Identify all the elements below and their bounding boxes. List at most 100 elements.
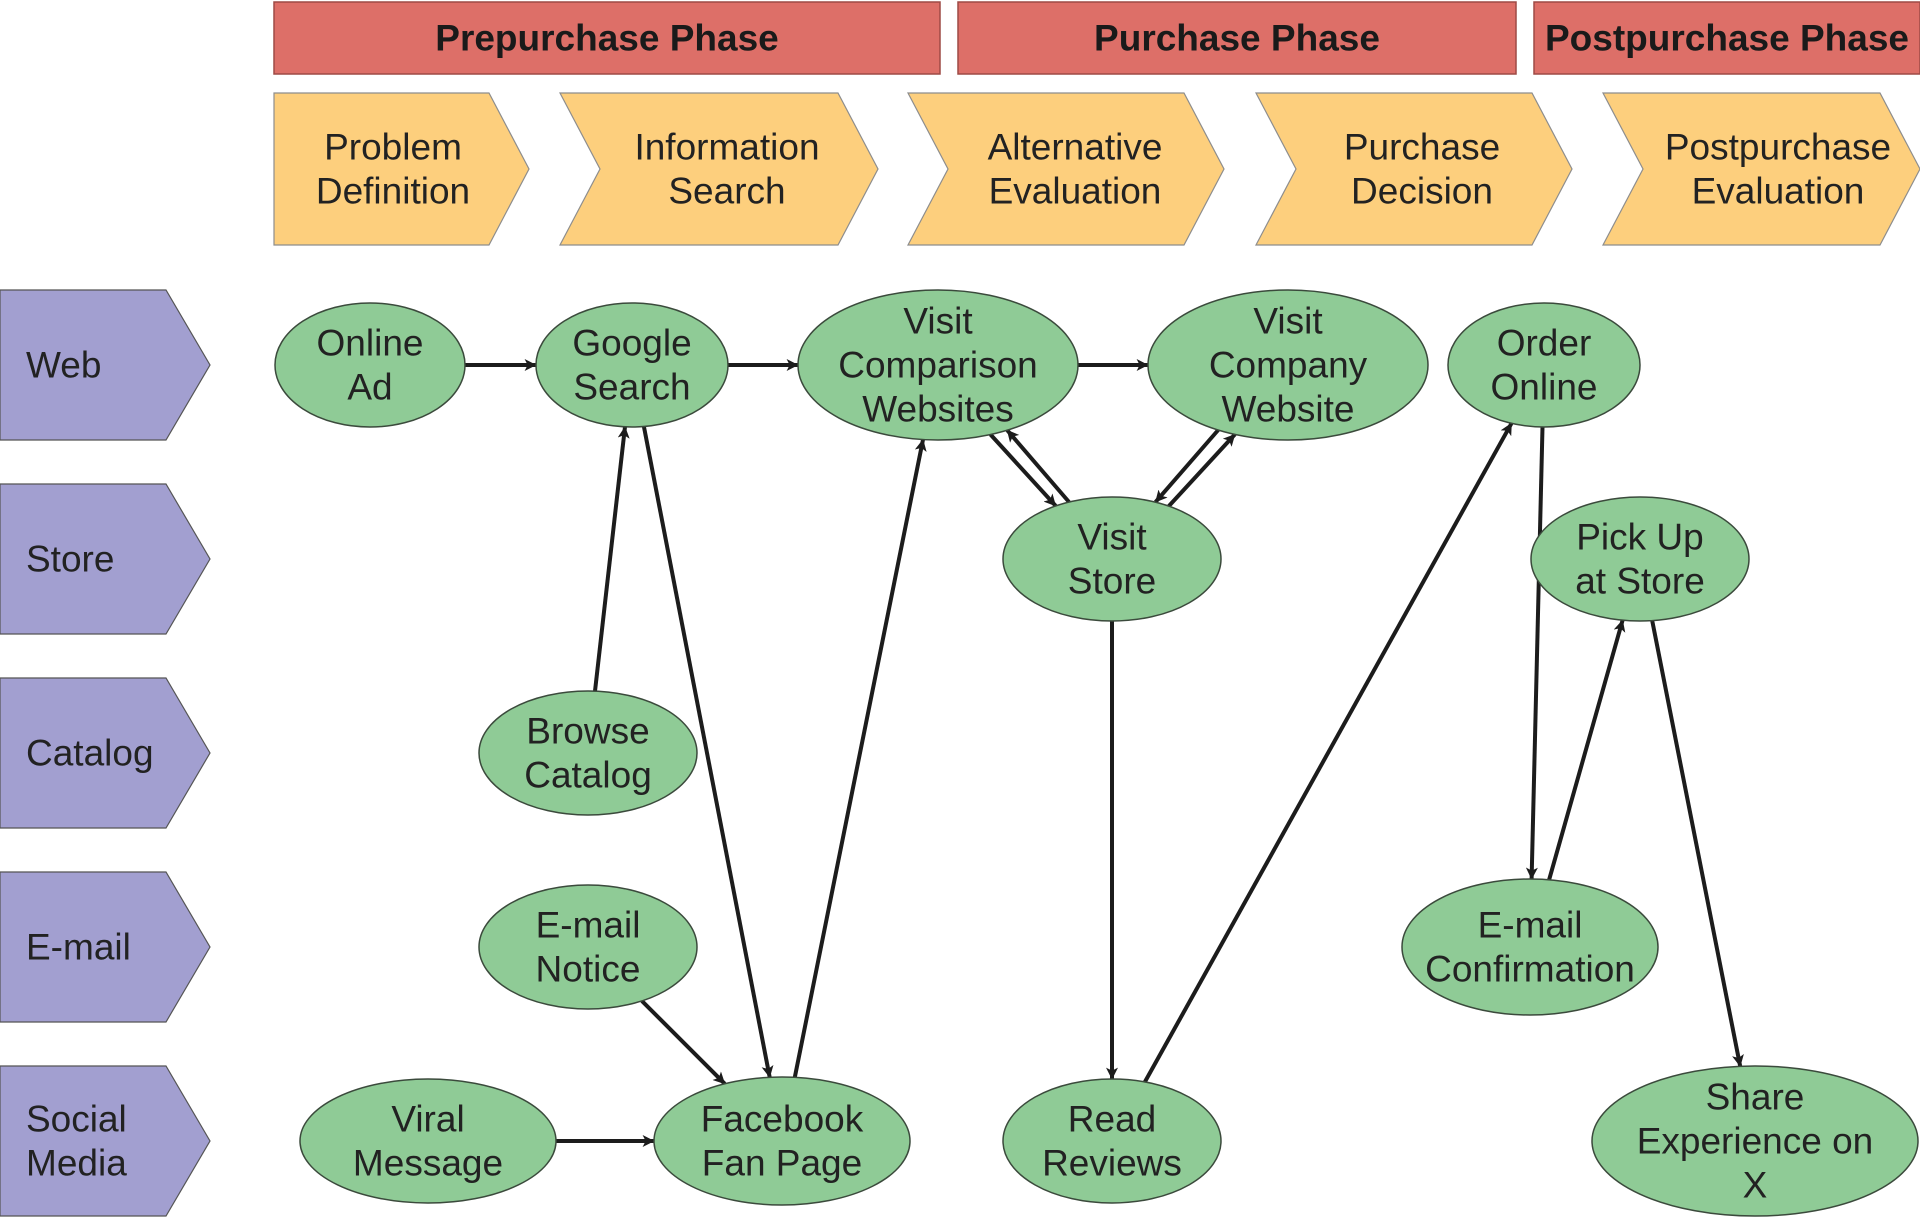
phase-banner-postpurchase: Postpurchase Phase <box>1533 1 1920 75</box>
node-ellipse-order-online <box>1447 302 1641 428</box>
arrow-visit-store-to-visit-comparison-websites <box>1005 428 1071 504</box>
channel-email: E-mail <box>0 871 211 1023</box>
arrow-email-confirmation-to-pick-up-at-store <box>1547 619 1626 881</box>
node-ellipse-google-search <box>535 302 729 428</box>
node-label-read-reviews-line-1: Read <box>1068 1099 1156 1140</box>
step-label-purchase-decision-line-1: Purchase <box>1344 127 1500 168</box>
arrow-read-reviews-to-order-online <box>1143 422 1514 1083</box>
arrow-visit-comparison-websites-to-visit-store <box>989 433 1058 508</box>
node-ellipse-visit-company-website <box>1147 289 1429 441</box>
node-label-share-experience-on-x-line-3: X <box>1743 1165 1768 1206</box>
node-ellipse-browse-catalog <box>478 690 698 816</box>
channel-shape-email <box>0 871 211 1023</box>
phase-banner-postpurchase-bar <box>1533 1 1920 75</box>
step-label-information-search-line-2: Search <box>668 171 785 212</box>
node-ellipse-visit-comparison-websites <box>797 289 1079 441</box>
node-ellipse-email-confirmation <box>1401 878 1659 1016</box>
node-label-visit-store-line-1: Visit <box>1077 517 1147 558</box>
node-label-browse-catalog-line-1: Browse <box>526 711 649 752</box>
step-label-purchase-decision-line-2: Decision <box>1351 171 1493 212</box>
channel-store: Store <box>0 483 211 635</box>
node-label-email-confirmation-line-1: E-mail <box>1478 905 1583 946</box>
flow-arrows <box>465 359 1744 1147</box>
arrow-visit-company-website-to-visit-store <box>1153 428 1220 504</box>
channel-shape-web <box>0 289 211 441</box>
channel-label-social-media-line-1: Social <box>26 1099 127 1140</box>
phase-banner-prepurchase: Prepurchase Phase <box>273 1 941 75</box>
phase-title-prepurchase: Prepurchase Phase <box>435 18 778 59</box>
node-label-share-experience-on-x-line-2: Experience on <box>1637 1121 1874 1162</box>
node-ellipse-facebook-fan-page <box>653 1076 911 1206</box>
phase-title-postpurchase: Postpurchase Phase <box>1545 18 1909 59</box>
node-label-email-notice-line-1: E-mail <box>536 905 641 946</box>
node-ellipse-read-reviews <box>1002 1078 1222 1204</box>
arrow-google-search-to-facebook-fan-page <box>641 426 774 1078</box>
node-label-online-ad-line-2: Ad <box>347 367 392 408</box>
step-label-postpurchase-evaluation-line-1: Postpurchase <box>1665 127 1891 168</box>
node-label-facebook-fan-page-line-2: Fan Page <box>702 1143 862 1184</box>
node-label-pick-up-at-store-line-2: at Store <box>1575 561 1705 602</box>
node-label-browse-catalog-line-2: Catalog <box>524 755 652 796</box>
channel-label-social-media-line-2: Media <box>26 1143 127 1184</box>
node-ellipse-email-notice <box>478 884 698 1010</box>
step-label-postpurchase-evaluation-line-2: Evaluation <box>1692 171 1865 212</box>
phase-banner-prepurchase-bar <box>273 1 941 75</box>
node-label-share-experience-on-x-line-1: Share <box>1706 1077 1805 1118</box>
node-label-viral-message-line-1: Viral <box>391 1099 464 1140</box>
step-label-problem-definition-line-2: Definition <box>316 171 470 212</box>
channel-shape-store <box>0 483 211 635</box>
node-label-visit-comparison-websites-line-1: Visit <box>903 301 973 342</box>
channel-label-email-line-1: E-mail <box>26 927 131 968</box>
arrow-pick-up-at-store-to-share-experience-on-x <box>1650 620 1744 1067</box>
node-label-viral-message-line-2: Message <box>353 1143 503 1184</box>
node-label-google-search-line-2: Search <box>573 367 690 408</box>
arrow-browse-catalog-to-google-search <box>593 426 630 692</box>
channel-shape-social-media <box>0 1065 211 1217</box>
node-label-visit-company-website-line-3: Website <box>1222 389 1355 430</box>
step-chevron-postpurchase-evaluation <box>1602 92 1920 246</box>
node-label-order-online-line-1: Order <box>1497 323 1592 364</box>
channel-label-web-line-1: Web <box>26 345 101 386</box>
channel-label-store-line-1: Store <box>26 539 114 580</box>
node-label-order-online-line-2: Online <box>1491 367 1598 408</box>
node-ellipse-viral-message <box>299 1078 557 1204</box>
phase-banner-purchase-bar <box>957 1 1517 75</box>
step-label-alternative-evaluation-line-1: Alternative <box>988 127 1163 168</box>
node-ellipse-share-experience-on-x <box>1591 1065 1919 1217</box>
node-label-email-confirmation-line-2: Confirmation <box>1425 949 1635 990</box>
arrow-order-online-to-email-confirmation <box>1525 426 1545 880</box>
step-label-alternative-evaluation-line-2: Evaluation <box>989 171 1162 212</box>
node-label-visit-comparison-websites-line-3: Websites <box>862 389 1014 430</box>
node-label-visit-company-website-line-1: Visit <box>1253 301 1323 342</box>
step-chevron-alternative-evaluation <box>907 92 1225 246</box>
node-label-google-search-line-1: Google <box>572 323 691 364</box>
touchpoint-nodes: OnlineAdGoogleSearchVisitComparisonWebsi… <box>274 289 1919 1217</box>
node-ellipse-pick-up-at-store <box>1530 496 1750 622</box>
node-label-visit-company-website-line-2: Company <box>1209 345 1368 386</box>
arrow-facebook-fan-page-to-visit-comparison-websites <box>792 439 927 1078</box>
channel-web: Web <box>0 289 211 441</box>
arrow-visit-store-to-visit-company-website <box>1167 433 1237 508</box>
step-chevron-problem-definition <box>273 92 530 246</box>
